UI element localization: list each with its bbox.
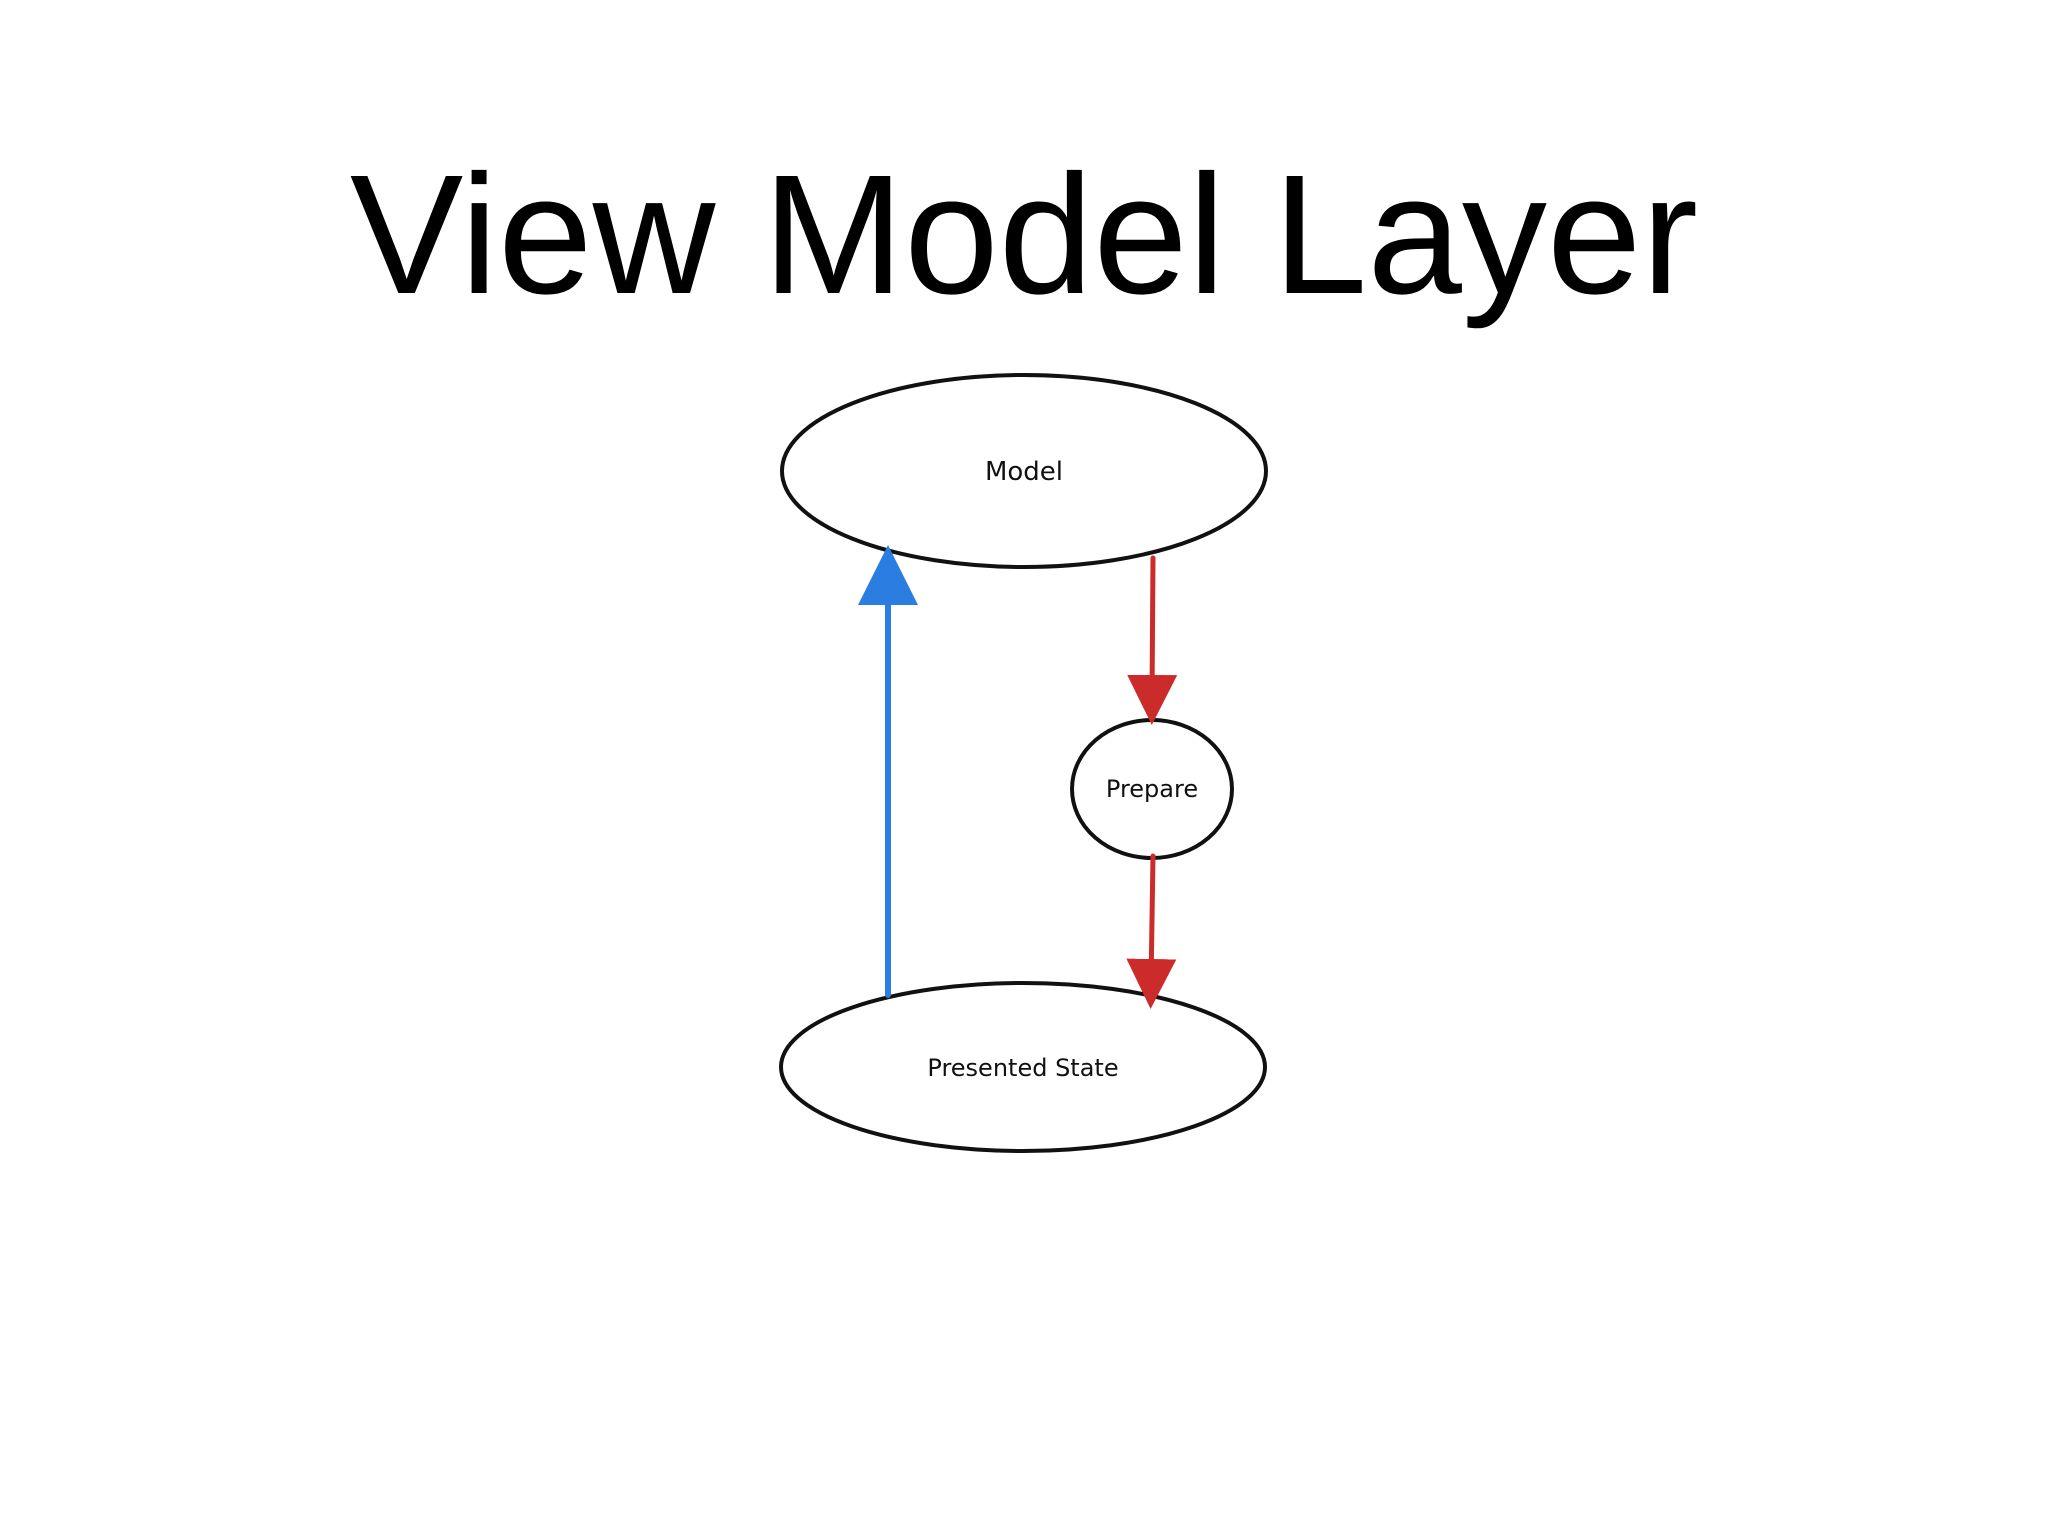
presented-state-node: Presented State — [779, 981, 1267, 1153]
model-node: Model — [780, 373, 1268, 569]
prepare-node: Prepare — [1070, 718, 1234, 860]
model-label: Model — [985, 457, 1063, 487]
arrow-prepare-to-presented-state — [1126, 853, 1177, 1009]
arrow-model-to-prepare — [1127, 555, 1178, 725]
presented-state-label: Presented State — [927, 1054, 1118, 1082]
slide-title: View Model Layer — [349, 140, 1699, 330]
prepare-label: Prepare — [1106, 775, 1198, 803]
